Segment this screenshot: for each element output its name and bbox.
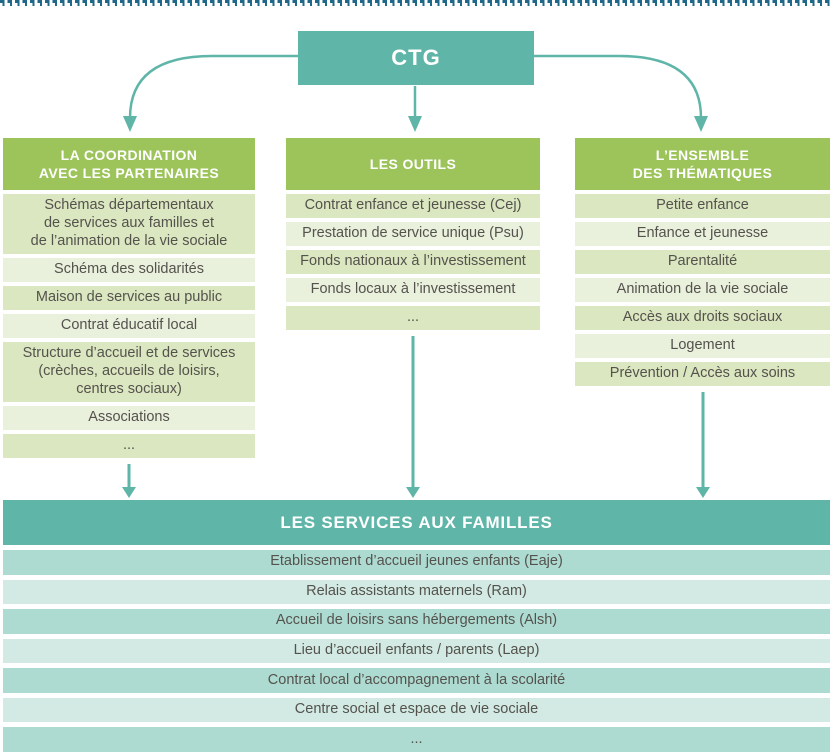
- list-item: Petite enfance: [575, 194, 830, 218]
- list-item: Contrat enfance et jeunesse (Cej): [286, 194, 540, 218]
- root-node-label: CTG: [391, 45, 441, 70]
- list-item: Parentalité: [575, 250, 830, 274]
- column-coordination: LA COORDINATION AVEC LES PARTENAIRES Sch…: [3, 138, 255, 498]
- arrowhead-middle: [408, 116, 422, 132]
- list-item: Accueil de loisirs sans hébergements (Al…: [3, 609, 830, 634]
- column-thematiques: L’ENSEMBLE DES THÉMATIQUES Petite enfanc…: [575, 138, 830, 498]
- list-item: Prestation de service unique (Psu): [286, 222, 540, 246]
- list-item: Fonds nationaux à l’investissement: [286, 250, 540, 274]
- list-item: Contrat local d’accompagnement à la scol…: [3, 668, 830, 693]
- list-item: Prévention / Accès aux soins: [575, 362, 830, 386]
- list-item: ...: [3, 727, 830, 752]
- column-outils-items: Contrat enfance et jeunesse (Cej) Prestat…: [286, 194, 540, 330]
- decorative-stitch-border: [0, 0, 832, 7]
- list-item: Centre social et espace de vie sociale: [3, 697, 830, 723]
- list-item: Relais assistants maternels (Ram): [3, 579, 830, 605]
- list-item: Lieu d’accueil enfants / parents (Laep): [3, 638, 830, 664]
- list-item: Maison de services au public: [3, 285, 255, 310]
- list-item: Animation de la vie sociale: [575, 278, 830, 302]
- column-coordination-header: LA COORDINATION AVEC LES PARTENAIRES: [3, 138, 255, 190]
- list-item: Schéma des solidarités: [3, 257, 255, 282]
- list-item: ...: [3, 433, 255, 458]
- list-item: Logement: [575, 334, 830, 358]
- down-arrow-outils: [286, 336, 540, 498]
- arrow-to-coordination: [128, 54, 298, 119]
- arrowhead-right: [694, 116, 708, 132]
- arrow-to-thematiques: [533, 54, 703, 119]
- list-item: Associations: [3, 405, 255, 430]
- list-item: Accès aux droits sociaux: [575, 306, 830, 330]
- list-item: Fonds locaux à l’investissement: [286, 278, 540, 302]
- list-item: ...: [286, 306, 540, 330]
- column-outils-header: LES OUTILS: [286, 138, 540, 190]
- column-coordination-items: Schémas départementaux de services aux f…: [3, 194, 255, 458]
- list-item: Structure d’accueil et de services (crèc…: [3, 341, 255, 402]
- services-aux-familles-section: LES SERVICES AUX FAMILLES Etablissement …: [3, 500, 830, 752]
- arrowhead-left: [123, 116, 137, 132]
- column-outils: LES OUTILS Contrat enfance et jeunesse (…: [286, 138, 540, 498]
- root-node-ctg: CTG: [298, 31, 534, 85]
- list-item: Schémas départementaux de services aux f…: [3, 194, 255, 254]
- list-item: Contrat éducatif local: [3, 313, 255, 338]
- list-item: Etablissement d’accueil jeunes enfants (…: [3, 550, 830, 575]
- services-aux-familles-header: LES SERVICES AUX FAMILLES: [3, 500, 830, 545]
- down-arrow-thematiques: [575, 392, 830, 498]
- list-item: Enfance et jeunesse: [575, 222, 830, 246]
- column-thematiques-header: L’ENSEMBLE DES THÉMATIQUES: [575, 138, 830, 190]
- down-arrow-coordination: [3, 464, 255, 498]
- services-aux-familles-items: Etablissement d’accueil jeunes enfants (…: [3, 550, 830, 752]
